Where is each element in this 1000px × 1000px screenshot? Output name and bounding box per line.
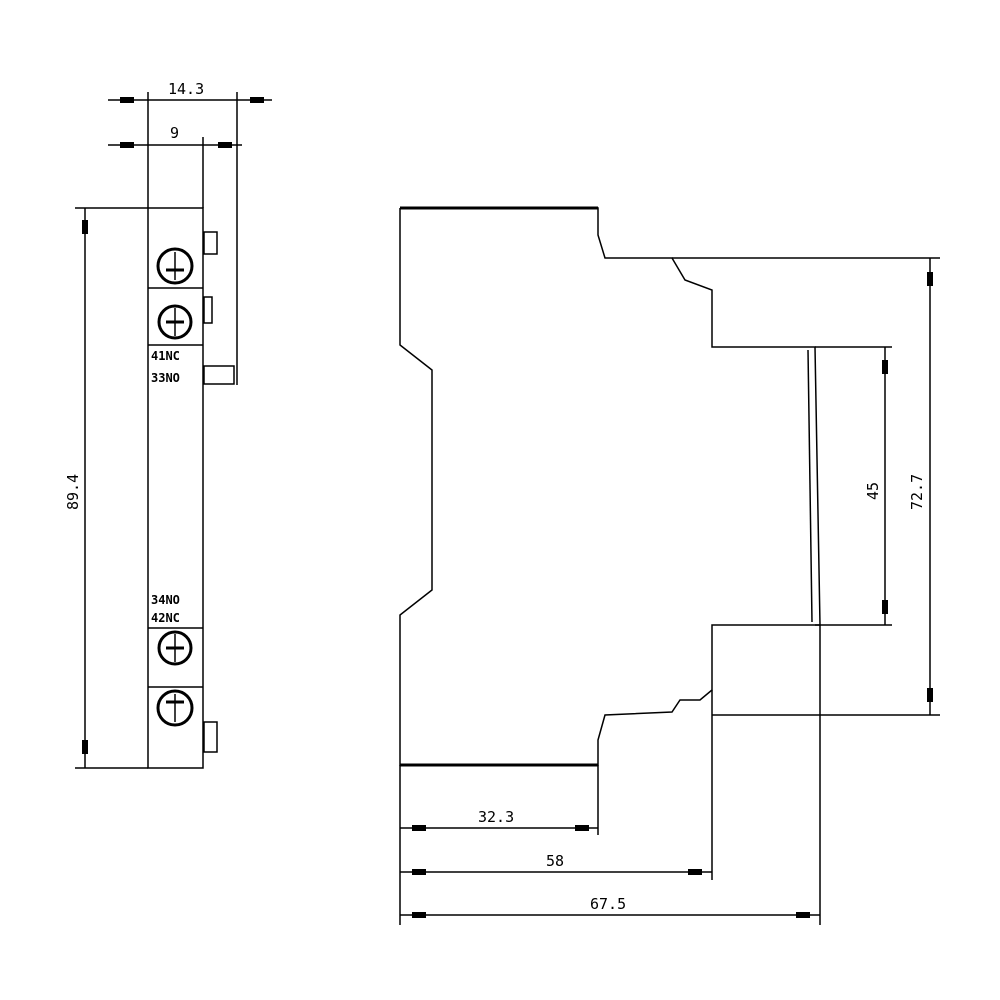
dimension-height: 89.4 bbox=[64, 208, 88, 768]
terminal-label: 33NO bbox=[151, 371, 180, 385]
terminal-label: 41NC bbox=[151, 349, 180, 363]
dimension-front-depth: 32.3 bbox=[400, 808, 598, 831]
side-tab-bottom bbox=[203, 721, 218, 753]
svg-text:32.3: 32.3 bbox=[478, 808, 514, 826]
profile-outline bbox=[399, 207, 821, 766]
terminal-screw-icon bbox=[156, 247, 194, 285]
terminal-screw-icon bbox=[156, 689, 194, 727]
side-view: 41NC 33NO 34NO 42NC 14.3 9 89.4 bbox=[64, 80, 272, 769]
svg-text:45: 45 bbox=[864, 482, 882, 500]
terminal-label: 34NO bbox=[151, 593, 180, 607]
dimension-body-width: 9 bbox=[108, 124, 242, 148]
svg-text:89.4: 89.4 bbox=[64, 474, 82, 510]
svg-text:9: 9 bbox=[170, 124, 179, 142]
terminal-label: 42NC bbox=[151, 611, 180, 625]
terminal-screw-icon bbox=[157, 304, 193, 340]
svg-text:72.7: 72.7 bbox=[908, 474, 926, 510]
dimension-middle-depth: 58 bbox=[400, 852, 712, 875]
svg-text:58: 58 bbox=[546, 852, 564, 870]
svg-text:67.5: 67.5 bbox=[590, 895, 626, 913]
dimension-total-depth: 67.5 bbox=[400, 895, 820, 918]
svg-text:14.3: 14.3 bbox=[168, 80, 204, 98]
dimension-total-width: 14.3 bbox=[108, 80, 272, 103]
dimension-front-height: 45 bbox=[864, 347, 888, 625]
dimension-rail-height: 72.7 bbox=[908, 258, 933, 715]
profile-view: 72.7 45 32.3 58 67.5 bbox=[399, 206, 940, 925]
terminal-screw-icon bbox=[157, 630, 193, 666]
side-tab-top bbox=[203, 231, 218, 255]
side-body bbox=[147, 207, 204, 769]
